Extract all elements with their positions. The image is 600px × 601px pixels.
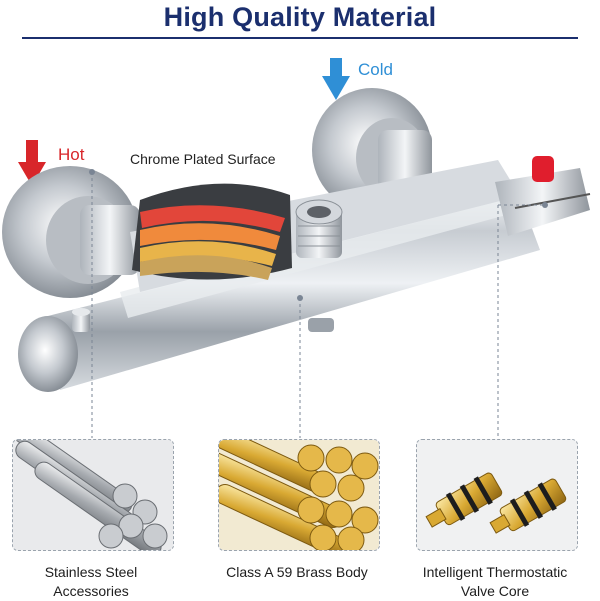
brass-body-card (218, 439, 380, 551)
valve-core-card (416, 439, 578, 551)
callout-dot (542, 202, 548, 208)
stainless-steel-card (12, 439, 174, 551)
threaded-outlet (295, 199, 343, 258)
valve-core-caption: Intelligent Thermostatic Valve Core (400, 563, 590, 601)
callout-lines (91, 172, 545, 438)
callout-dot (89, 169, 95, 175)
brass-body-caption: Class A 59 Brass Body (202, 563, 392, 582)
hot-arrow-icon (18, 140, 46, 186)
hot-label: Hot (58, 145, 85, 164)
stainless-steel-caption: Stainless Steel Accessories (0, 563, 186, 601)
bottom-outlet (308, 318, 334, 332)
caption-line: Class A 59 Brass Body (226, 564, 368, 580)
chrome-surface-label: Chrome Plated Surface (130, 151, 276, 167)
title-divider (22, 37, 578, 39)
caption-line: Accessories (53, 583, 129, 599)
steel-rods-image (13, 440, 173, 550)
callout-dot (297, 295, 303, 301)
caption-line: Valve Core (460, 583, 530, 599)
brass-rods-image (219, 440, 379, 550)
flow-knob (72, 308, 90, 332)
valve-core-image (417, 440, 577, 550)
caption-line: Stainless Steel (44, 564, 138, 580)
caption-line: Intelligent Thermostatic (422, 564, 568, 580)
hot-inlet-mount (2, 166, 140, 298)
cold-arrow-icon (322, 58, 350, 100)
chrome-layers-cutaway (132, 183, 292, 280)
cold-label: Cold (358, 60, 393, 79)
page-title: High Quality Material (163, 2, 437, 32)
temperature-knob (495, 156, 591, 236)
